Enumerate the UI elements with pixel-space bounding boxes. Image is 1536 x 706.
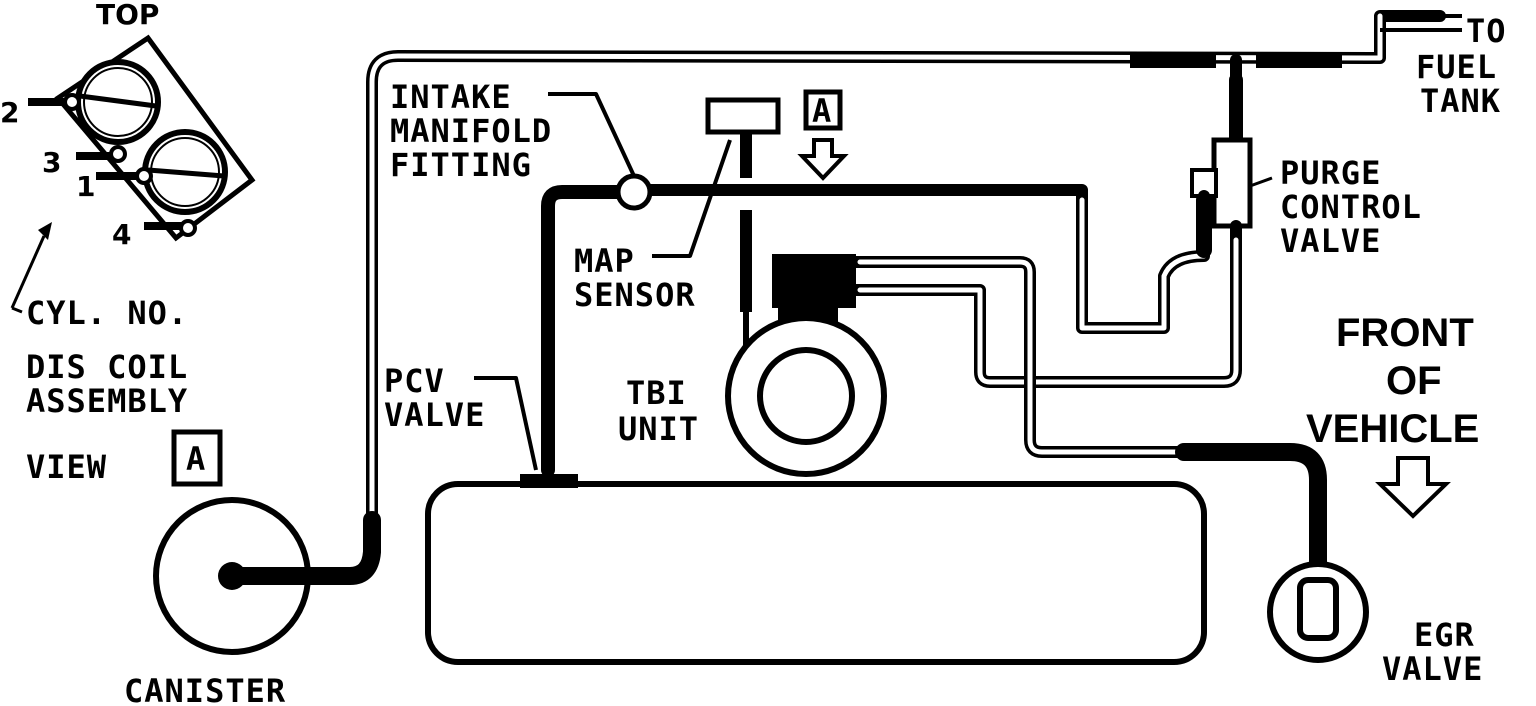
front-label-1: FRONT (1336, 311, 1474, 355)
map-label-1: MAP (574, 242, 635, 280)
purge-control-valve (1190, 137, 1273, 229)
coil-housing (54, 34, 256, 242)
intake-label-2: MANIFOLD (390, 112, 552, 150)
front-arrow-icon (1375, 456, 1451, 519)
egr-label-2: VALVE (1382, 650, 1483, 688)
view-a-marker-letter: A (812, 92, 832, 130)
fuel-tank-label-1: TO (1466, 12, 1507, 50)
purge-leader (1249, 176, 1273, 188)
dis-coil-assembly (10, 34, 256, 314)
dis-coil-label-1: DIS COIL (26, 348, 188, 386)
view-a-letter: A (186, 440, 206, 478)
canister-label: CANISTER (124, 672, 286, 706)
hose-coupling (1130, 54, 1216, 68)
front-label-3: VEHICLE (1306, 407, 1479, 451)
intake-label-3: FITTING (390, 146, 532, 184)
purge-label-2: CONTROL (1280, 188, 1422, 226)
purge-tbi-hose (850, 220, 1242, 388)
intake-leader (548, 92, 636, 177)
view-a-box (171, 429, 223, 487)
pcv-label-2: VALVE (384, 396, 485, 434)
front-label-2: OF (1386, 359, 1442, 403)
pcv-hose (541, 185, 647, 477)
cyl-2-label: 2 (0, 96, 19, 129)
purge-label-3: VALVE (1280, 222, 1381, 260)
purge-label-1: PURGE (1280, 154, 1381, 192)
cyl-1-label: 1 (76, 170, 95, 203)
fuel-tank-label-2: FUEL (1416, 48, 1497, 86)
intake-label-1: INTAKE (390, 78, 512, 116)
egr-label-1: EGR (1414, 616, 1475, 654)
map-label-2: SENSOR (574, 276, 696, 314)
cyl-3-label: 3 (42, 146, 61, 179)
cyl-pointer (10, 235, 46, 309)
fuel-tank-label-3: TANK (1420, 82, 1501, 120)
view-a-marker (803, 89, 843, 131)
tbi-label-2: UNIT (618, 410, 699, 448)
cyl-4-label: 4 (112, 218, 131, 251)
map-hose (740, 210, 752, 312)
view-label: VIEW (26, 448, 107, 486)
map-sensor-port (740, 132, 752, 178)
pcv-label-1: PCV (384, 362, 445, 400)
pcv-valve (520, 474, 578, 488)
tbi-label-1: TBI (626, 374, 687, 412)
hose-coupling-2 (1256, 54, 1342, 68)
arrow-up-icon (38, 222, 52, 240)
pcv-leader (474, 376, 538, 471)
cyl-no-label: CYL. NO. (26, 294, 188, 332)
arrow-down-icon (797, 138, 849, 181)
map-sensor (705, 97, 781, 135)
map-leader (652, 139, 732, 258)
dis-coil-label-2: ASSEMBLY (26, 382, 188, 420)
engine-block (425, 481, 1207, 665)
tbi-unit (725, 254, 887, 477)
top-label: TOP (96, 0, 159, 31)
intake-manifold-fitting (615, 173, 653, 211)
